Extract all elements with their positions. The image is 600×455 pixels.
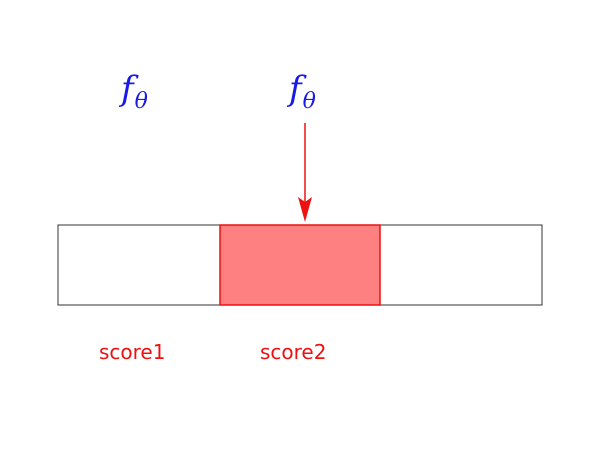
score2-label: score2 (260, 340, 327, 364)
score1-label: score1 (99, 340, 166, 364)
arrow-head-icon (298, 197, 312, 222)
function-symbol: f (289, 69, 302, 109)
function-symbol: f (121, 69, 134, 109)
f-theta-label-left: fθ (121, 69, 148, 113)
cell-score2-highlighted (219, 224, 381, 306)
f-theta-label-right: fθ (289, 69, 316, 113)
function-subscript: θ (134, 89, 148, 114)
cell-right (379, 224, 543, 306)
cell-score1 (57, 224, 221, 306)
function-subscript: θ (302, 89, 316, 114)
